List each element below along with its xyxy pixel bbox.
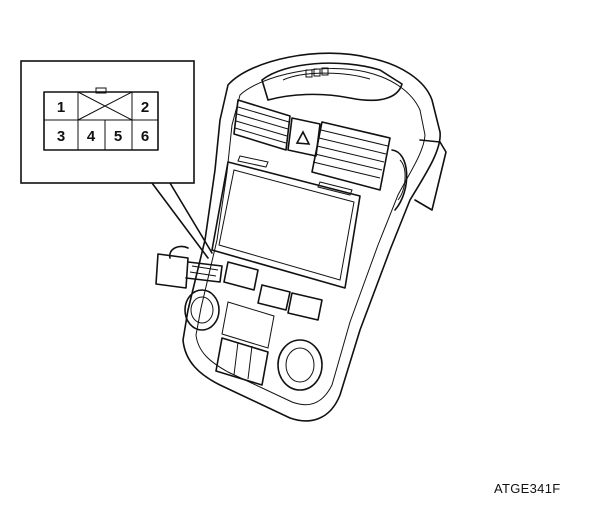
callout-box: [20, 60, 195, 184]
connector-callout: 1 2 3 4 5 6: [20, 60, 213, 259]
figure-code: ATGE341F: [494, 481, 560, 496]
pin-2-label: 2: [141, 99, 149, 116]
pin-5-label: 5: [114, 128, 122, 145]
pin-3-label: 3: [57, 128, 65, 145]
pin-1-label: 1: [57, 99, 65, 116]
leader-line-right: [169, 182, 213, 254]
pin-4-label: 4: [87, 128, 96, 145]
leader-line-left: [151, 182, 209, 259]
connector-face: 1 2 3 4 5 6: [43, 87, 159, 151]
connector-outline: [43, 91, 159, 151]
connector-lock-tab: [95, 87, 107, 94]
center-console-drawing: [155, 52, 447, 422]
pin-6-label: 6: [141, 128, 149, 145]
